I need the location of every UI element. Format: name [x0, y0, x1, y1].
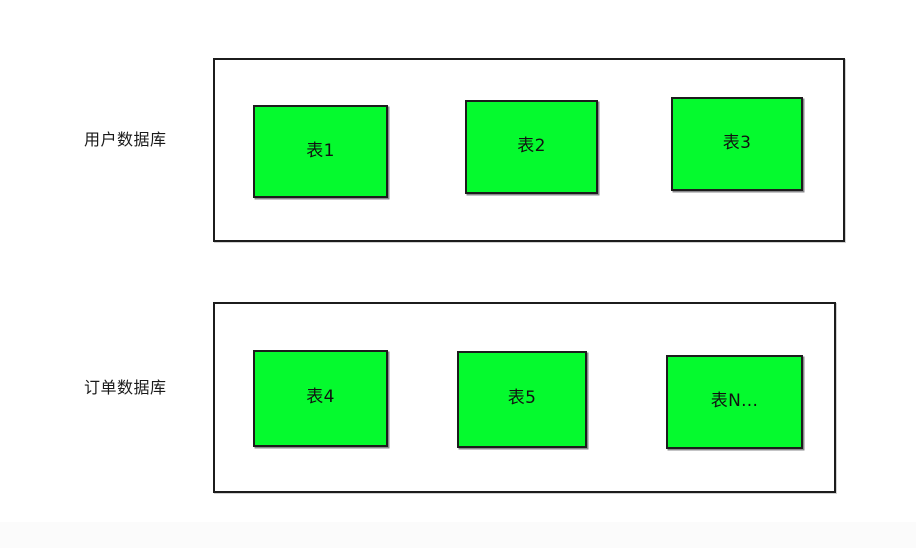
- table-box-table-n[interactable]: 表N...: [666, 355, 803, 449]
- table-label-table-3: 表3: [722, 133, 752, 154]
- table-label-table-5: 表5: [507, 388, 537, 409]
- table-box-table-1[interactable]: 表1: [253, 105, 388, 198]
- table-label-table-1: 表1: [306, 140, 335, 161]
- group-label-order-db: 订单数据库: [84, 378, 167, 397]
- table-label-table-n: 表N...: [710, 391, 759, 412]
- bottom-strip: [0, 522, 916, 548]
- table-box-table-2[interactable]: 表2: [465, 100, 598, 194]
- table-box-table-5[interactable]: 表5: [457, 351, 587, 448]
- table-label-table-2: 表2: [517, 136, 546, 157]
- table-label-table-4: 表4: [306, 387, 335, 408]
- database-container-order-db: 表4 表5 表N...: [213, 302, 836, 493]
- table-box-table-3[interactable]: 表3: [671, 97, 803, 191]
- group-label-user-db: 用户数据库: [84, 130, 167, 149]
- database-container-user-db: 表1 表2 表3: [213, 58, 845, 242]
- table-box-table-4[interactable]: 表4: [253, 350, 388, 447]
